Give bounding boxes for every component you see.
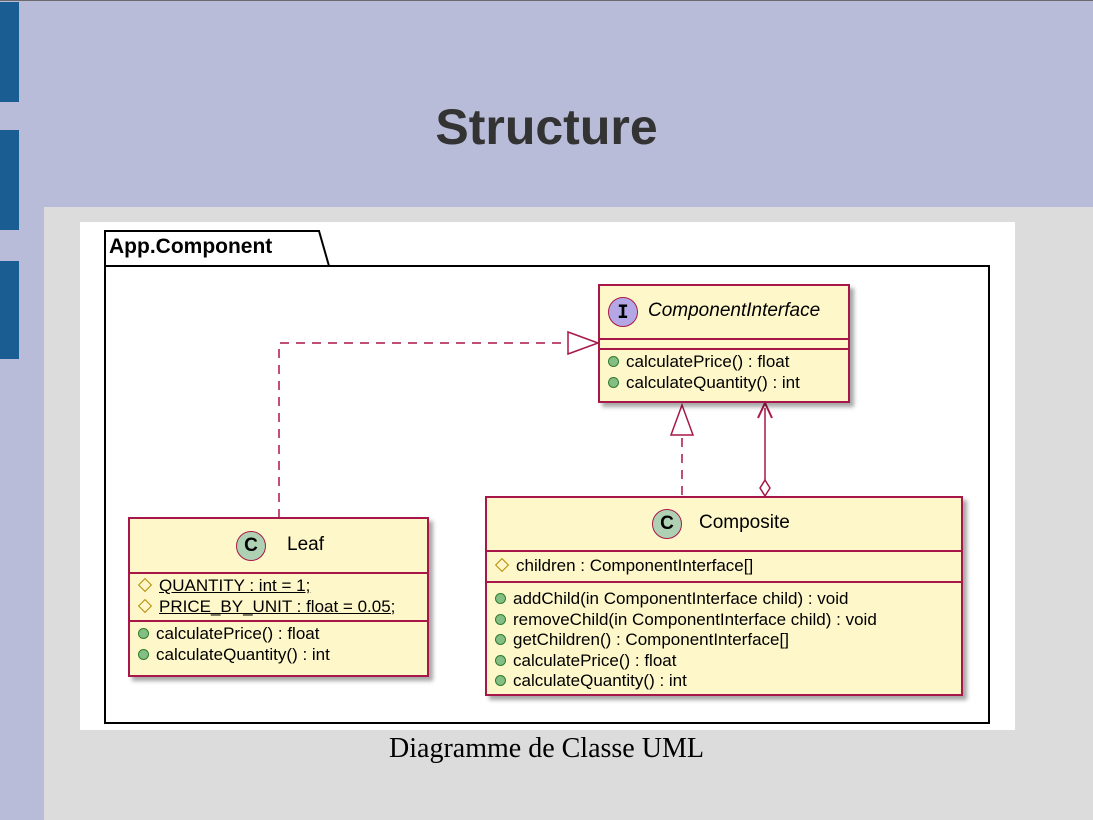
- public-visibility-icon: [495, 654, 506, 666]
- method-row: calculatePrice() : float: [138, 624, 427, 645]
- composite-fields-section: children : ComponentInterface[]: [487, 552, 961, 583]
- interface-name: ComponentInterface: [648, 300, 821, 321]
- class-leaf: C Leaf QUANTITY : int = 1; PRICE_BY_UNIT…: [128, 517, 429, 677]
- interface-methods-section: calculatePrice() : float calculateQuanti…: [600, 350, 848, 396]
- class-badge-icon: C: [652, 509, 682, 539]
- uml-class-diagram: App.Component I ComponentInterface calcu…: [80, 222, 1015, 730]
- class-composite: C Composite children : ComponentInterfac…: [485, 496, 963, 696]
- top-border-line: [0, 0, 1093, 1]
- field-row: QUANTITY : int = 1;: [137, 576, 427, 597]
- public-visibility-icon: [495, 634, 506, 645]
- interface-header: I ComponentInterface: [600, 286, 848, 340]
- method-row: removeChild(in ComponentInterface child)…: [495, 610, 961, 631]
- method-row: calculatePrice() : float: [608, 352, 848, 373]
- interface-fields-section: [600, 340, 848, 350]
- protected-visibility-icon: [137, 598, 153, 613]
- public-visibility-icon: [608, 376, 619, 388]
- sidebar-marker: [0, 261, 19, 359]
- method-row: calculateQuantity() : int: [138, 645, 427, 666]
- composite-methods-section: addChild(in ComponentInterface child) : …: [487, 583, 961, 695]
- class-badge-icon: C: [236, 531, 266, 561]
- protected-visibility-icon: [137, 577, 153, 593]
- leaf-methods-section: calculatePrice() : float calculateQuanti…: [130, 622, 427, 668]
- slide-header-band: [44, 1, 1093, 207]
- method-row: calculateQuantity() : int: [495, 671, 961, 692]
- package-frame: [104, 265, 990, 724]
- field-row: children : ComponentInterface[]: [494, 556, 961, 577]
- slide-title: Structure: [435, 99, 658, 155]
- method-row: addChild(in ComponentInterface child) : …: [495, 589, 961, 610]
- method-row: getChildren() : ComponentInterface[]: [495, 630, 961, 651]
- public-visibility-icon: [138, 628, 149, 639]
- field-row: PRICE_BY_UNIT : float = 0.05;: [137, 597, 427, 618]
- composite-header: C Composite: [487, 498, 961, 552]
- interface-badge-icon: I: [608, 297, 638, 327]
- leaf-header: C Leaf: [130, 519, 427, 574]
- public-visibility-icon: [138, 648, 149, 660]
- public-visibility-icon: [495, 675, 506, 686]
- class-name: Composite: [699, 512, 790, 533]
- class-name: Leaf: [287, 534, 324, 555]
- leaf-fields-section: QUANTITY : int = 1; PRICE_BY_UNIT : floa…: [130, 574, 427, 622]
- protected-visibility-icon: [494, 557, 510, 573]
- slide-sidebar: [0, 1, 44, 820]
- package-name: App.Component: [109, 235, 273, 258]
- diagram-caption: Diagramme de Classe UML: [389, 733, 704, 764]
- sidebar-marker: [0, 2, 19, 102]
- method-row: calculatePrice() : float: [495, 651, 961, 672]
- public-visibility-icon: [495, 613, 506, 625]
- interface-componentinterface: I ComponentInterface calculatePrice() : …: [598, 284, 850, 403]
- public-visibility-icon: [495, 593, 506, 604]
- method-row: calculateQuantity() : int: [608, 373, 848, 394]
- package-tab-shape: [104, 230, 330, 267]
- public-visibility-icon: [608, 356, 619, 367]
- sidebar-marker: [0, 130, 19, 230]
